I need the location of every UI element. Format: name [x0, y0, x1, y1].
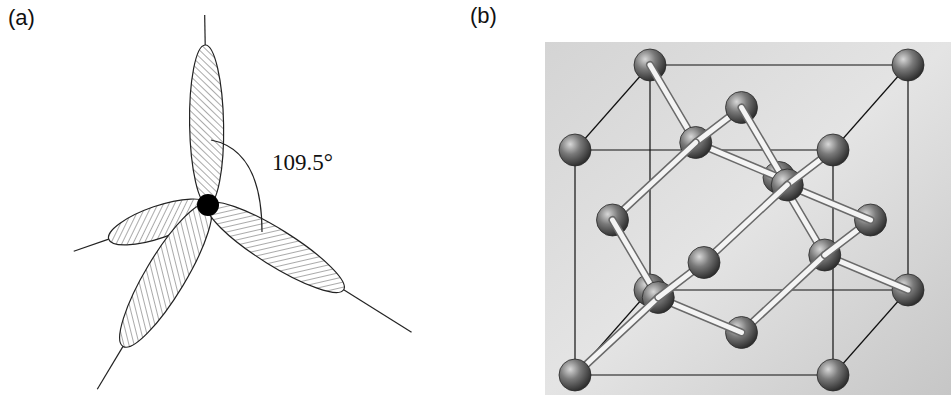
bond-fill — [704, 185, 787, 263]
carbon-nucleus — [197, 194, 219, 216]
bond — [742, 255, 825, 333]
orbital-lobe — [188, 15, 225, 206]
bond-outline — [742, 255, 825, 333]
angle-arc — [211, 140, 262, 232]
carbon-atom — [892, 49, 924, 81]
cube-edge — [575, 374, 833, 375]
cube-edge — [575, 65, 650, 150]
bond-outline — [613, 143, 696, 221]
cube-edge — [649, 65, 650, 290]
orbital-lobe — [80, 194, 226, 395]
cube-edge — [574, 150, 575, 375]
panel-label: (b) — [470, 4, 497, 28]
bond-fill — [742, 255, 825, 333]
image-background — [545, 42, 951, 395]
orbital-lobe — [198, 190, 421, 348]
panel-label: (a) — [8, 6, 35, 30]
bond-outline — [575, 298, 658, 376]
carbon-atom — [817, 134, 849, 166]
carbon-atom — [817, 359, 849, 391]
orbital-lobes — [69, 15, 422, 395]
carbon-atom — [688, 247, 720, 279]
carbon-atom — [559, 134, 591, 166]
angle-label: 109.5° — [270, 150, 335, 175]
cube-edge — [650, 289, 908, 290]
cube-edge — [833, 65, 908, 150]
bond-fill — [613, 143, 696, 221]
diamond-unit-cell — [559, 49, 924, 391]
bond — [613, 143, 696, 221]
bond-outline — [704, 185, 787, 263]
bond-fill — [575, 298, 658, 376]
bond — [575, 298, 658, 376]
cube-edge — [833, 290, 908, 375]
bond — [704, 185, 787, 263]
cube-edge — [650, 64, 908, 65]
carbon-atom — [559, 359, 591, 391]
cube-edge — [907, 65, 908, 290]
